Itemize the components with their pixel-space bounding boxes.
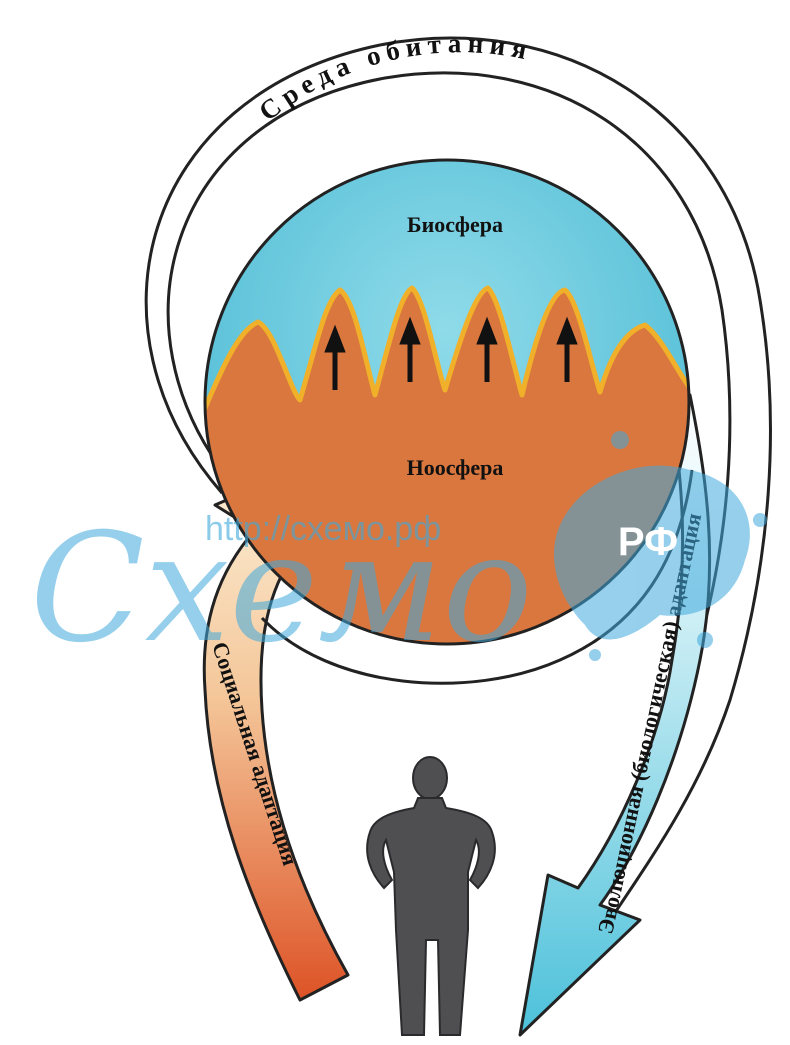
biosphere-label: Биосфера — [407, 212, 503, 237]
watermark-url: http://схемо.рф — [205, 510, 441, 548]
watermark-badge: РФ — [618, 520, 678, 564]
noosphere-label: Ноосфера — [407, 455, 504, 480]
human-figure — [367, 757, 495, 1035]
